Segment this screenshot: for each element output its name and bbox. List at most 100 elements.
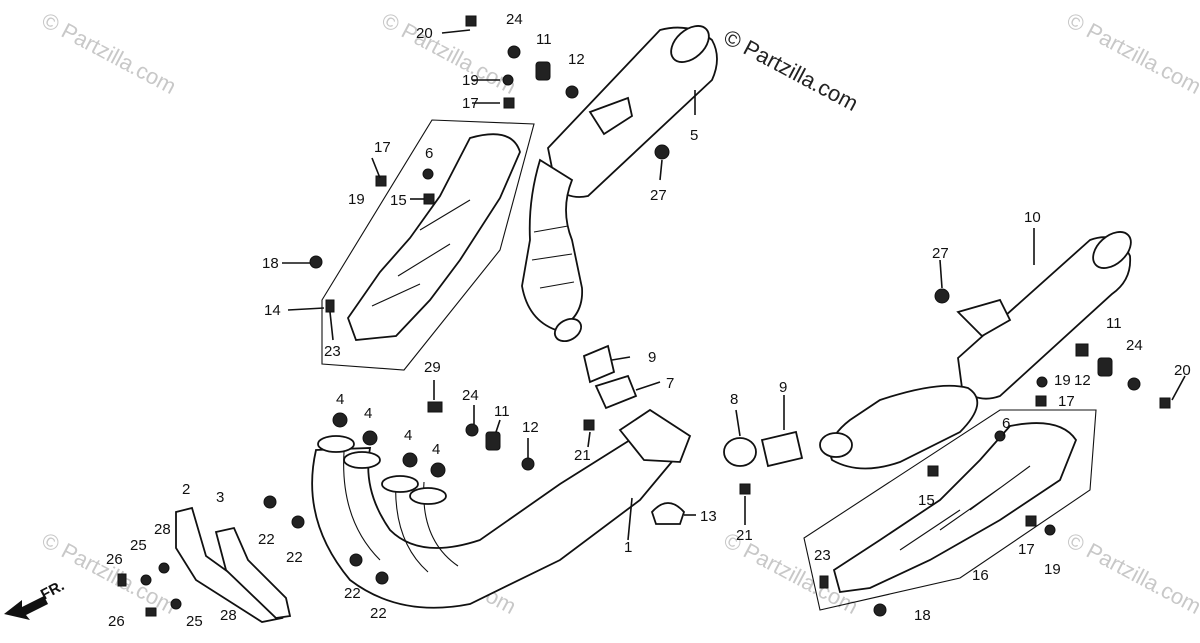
nut-22-b[interactable] (291, 515, 305, 529)
callout-21: 21 (574, 447, 591, 464)
nut-22-c[interactable] (349, 553, 363, 567)
callout-12: 12 (1074, 372, 1091, 389)
watermark-bottom-left: © Partzilla.com (38, 527, 181, 619)
callout-11: 11 (494, 403, 510, 420)
clip-23-left[interactable] (325, 299, 335, 313)
nut-17-right-bottom[interactable] (1025, 515, 1037, 527)
left-heat-shield[interactable] (321, 119, 535, 371)
callout-29: 29 (424, 359, 441, 376)
callout-6: 6 (1002, 415, 1010, 432)
bolt-26-b[interactable] (145, 607, 157, 617)
callout-15: 15 (918, 492, 935, 509)
washer-25-a[interactable] (140, 574, 152, 586)
callout-5: 5 (690, 127, 698, 144)
nut-17-left[interactable] (375, 175, 387, 187)
clip-23-right[interactable] (819, 575, 829, 589)
callout-26: 26 (108, 613, 125, 630)
callout-25: 25 (130, 537, 147, 554)
clamp-7[interactable] (594, 374, 638, 410)
bolt-21-right[interactable] (739, 483, 751, 495)
bolt-21-center[interactable] (583, 419, 595, 431)
callout-4: 4 (432, 441, 440, 458)
nut-17-right-top[interactable] (1035, 395, 1047, 407)
cap-nut-13[interactable] (650, 502, 686, 525)
callout-18: 18 (262, 255, 279, 272)
callout-19: 19 (462, 72, 479, 89)
rubber-11-top[interactable] (535, 61, 551, 81)
clamp-8[interactable] (723, 437, 757, 467)
nut-17-top[interactable] (503, 97, 515, 109)
gasket-4-b[interactable] (362, 430, 378, 446)
callout-17: 17 (1018, 541, 1035, 558)
front-direction-indicator: FR. (4, 577, 67, 620)
screw-19-right-bottom[interactable] (1044, 524, 1056, 536)
nut-27-left[interactable] (654, 144, 670, 160)
rubber-11-right[interactable] (1097, 357, 1113, 377)
collar-12-center[interactable] (521, 457, 535, 471)
left-muffler[interactable] (521, 19, 718, 346)
fasteners (117, 15, 1171, 617)
nut-15-right[interactable] (927, 465, 939, 477)
nut-6-right[interactable] (994, 430, 1006, 442)
gasket-9-left[interactable] (582, 344, 616, 384)
exhaust-header[interactable] (311, 408, 692, 609)
callout-21: 21 (736, 527, 753, 544)
bolt-20-right[interactable] (1159, 397, 1171, 409)
washer-25-b[interactable] (170, 598, 182, 610)
callout-17: 17 (1058, 393, 1075, 410)
bolt-18-left[interactable] (309, 255, 323, 269)
gasket-4-d[interactable] (430, 462, 446, 478)
callout-20: 20 (1174, 362, 1191, 379)
right-heat-shield[interactable] (803, 409, 1097, 611)
watermark-main: © Partzilla.com (720, 24, 863, 116)
collar-12-top[interactable] (565, 85, 579, 99)
joint-collar-3[interactable] (214, 526, 292, 619)
callouts: 20 24 11 12 19 17 17 6 19 15 18 14 23 5 … (106, 11, 1191, 630)
nut-15-left[interactable] (423, 193, 435, 205)
collar-12-right[interactable] (1075, 343, 1089, 357)
leader-lines (282, 29, 1186, 541)
watermark-top-center: © Partzilla.com (378, 7, 521, 99)
bolt-18-right[interactable] (873, 603, 887, 617)
callout-20: 20 (416, 25, 433, 42)
callout-10: 10 (1024, 209, 1041, 226)
right-muffler[interactable] (819, 225, 1138, 470)
gasket-4-a[interactable] (332, 412, 348, 428)
callout-15: 15 (390, 192, 407, 209)
callout-27: 27 (650, 187, 667, 204)
callout-27: 27 (932, 245, 949, 262)
screw-19-right[interactable] (1036, 376, 1048, 388)
screw-19-top[interactable] (502, 74, 514, 86)
nut-27-right[interactable] (934, 288, 950, 304)
bolt-20-top[interactable] (465, 15, 477, 27)
callout-11: 11 (536, 31, 552, 48)
washer-28-a[interactable] (158, 562, 170, 574)
washer-24-center[interactable] (465, 423, 479, 437)
nut-6-left[interactable] (422, 168, 434, 180)
callout-24: 24 (506, 11, 523, 28)
callout-19: 19 (1054, 372, 1071, 389)
callout-28: 28 (154, 521, 171, 538)
bolt-26-a[interactable] (117, 573, 127, 587)
callout-11: 11 (1106, 315, 1122, 332)
callout-22: 22 (286, 549, 303, 566)
washer-24-top[interactable] (507, 45, 521, 59)
nut-22-a[interactable] (263, 495, 277, 509)
callout-19: 19 (348, 191, 365, 208)
watermark-top-right: © Partzilla.com (1063, 7, 1200, 99)
nut-22-d[interactable] (375, 571, 389, 585)
callout-17: 17 (462, 95, 479, 112)
front-arrow-icon (4, 596, 48, 620)
callout-12: 12 (568, 51, 585, 68)
washer-24-right[interactable] (1127, 377, 1141, 391)
gasket-4-c[interactable] (402, 452, 418, 468)
callout-22: 22 (258, 531, 275, 548)
callout-6: 6 (425, 145, 433, 162)
bolt-29[interactable] (427, 401, 443, 413)
rubber-11-center[interactable] (485, 431, 501, 451)
gasket-9-right[interactable] (760, 430, 804, 468)
watermark-bottom-right: © Partzilla.com (1063, 527, 1200, 619)
callout-23: 23 (814, 547, 831, 564)
callout-13: 13 (700, 508, 717, 525)
callout-17: 17 (374, 139, 391, 156)
